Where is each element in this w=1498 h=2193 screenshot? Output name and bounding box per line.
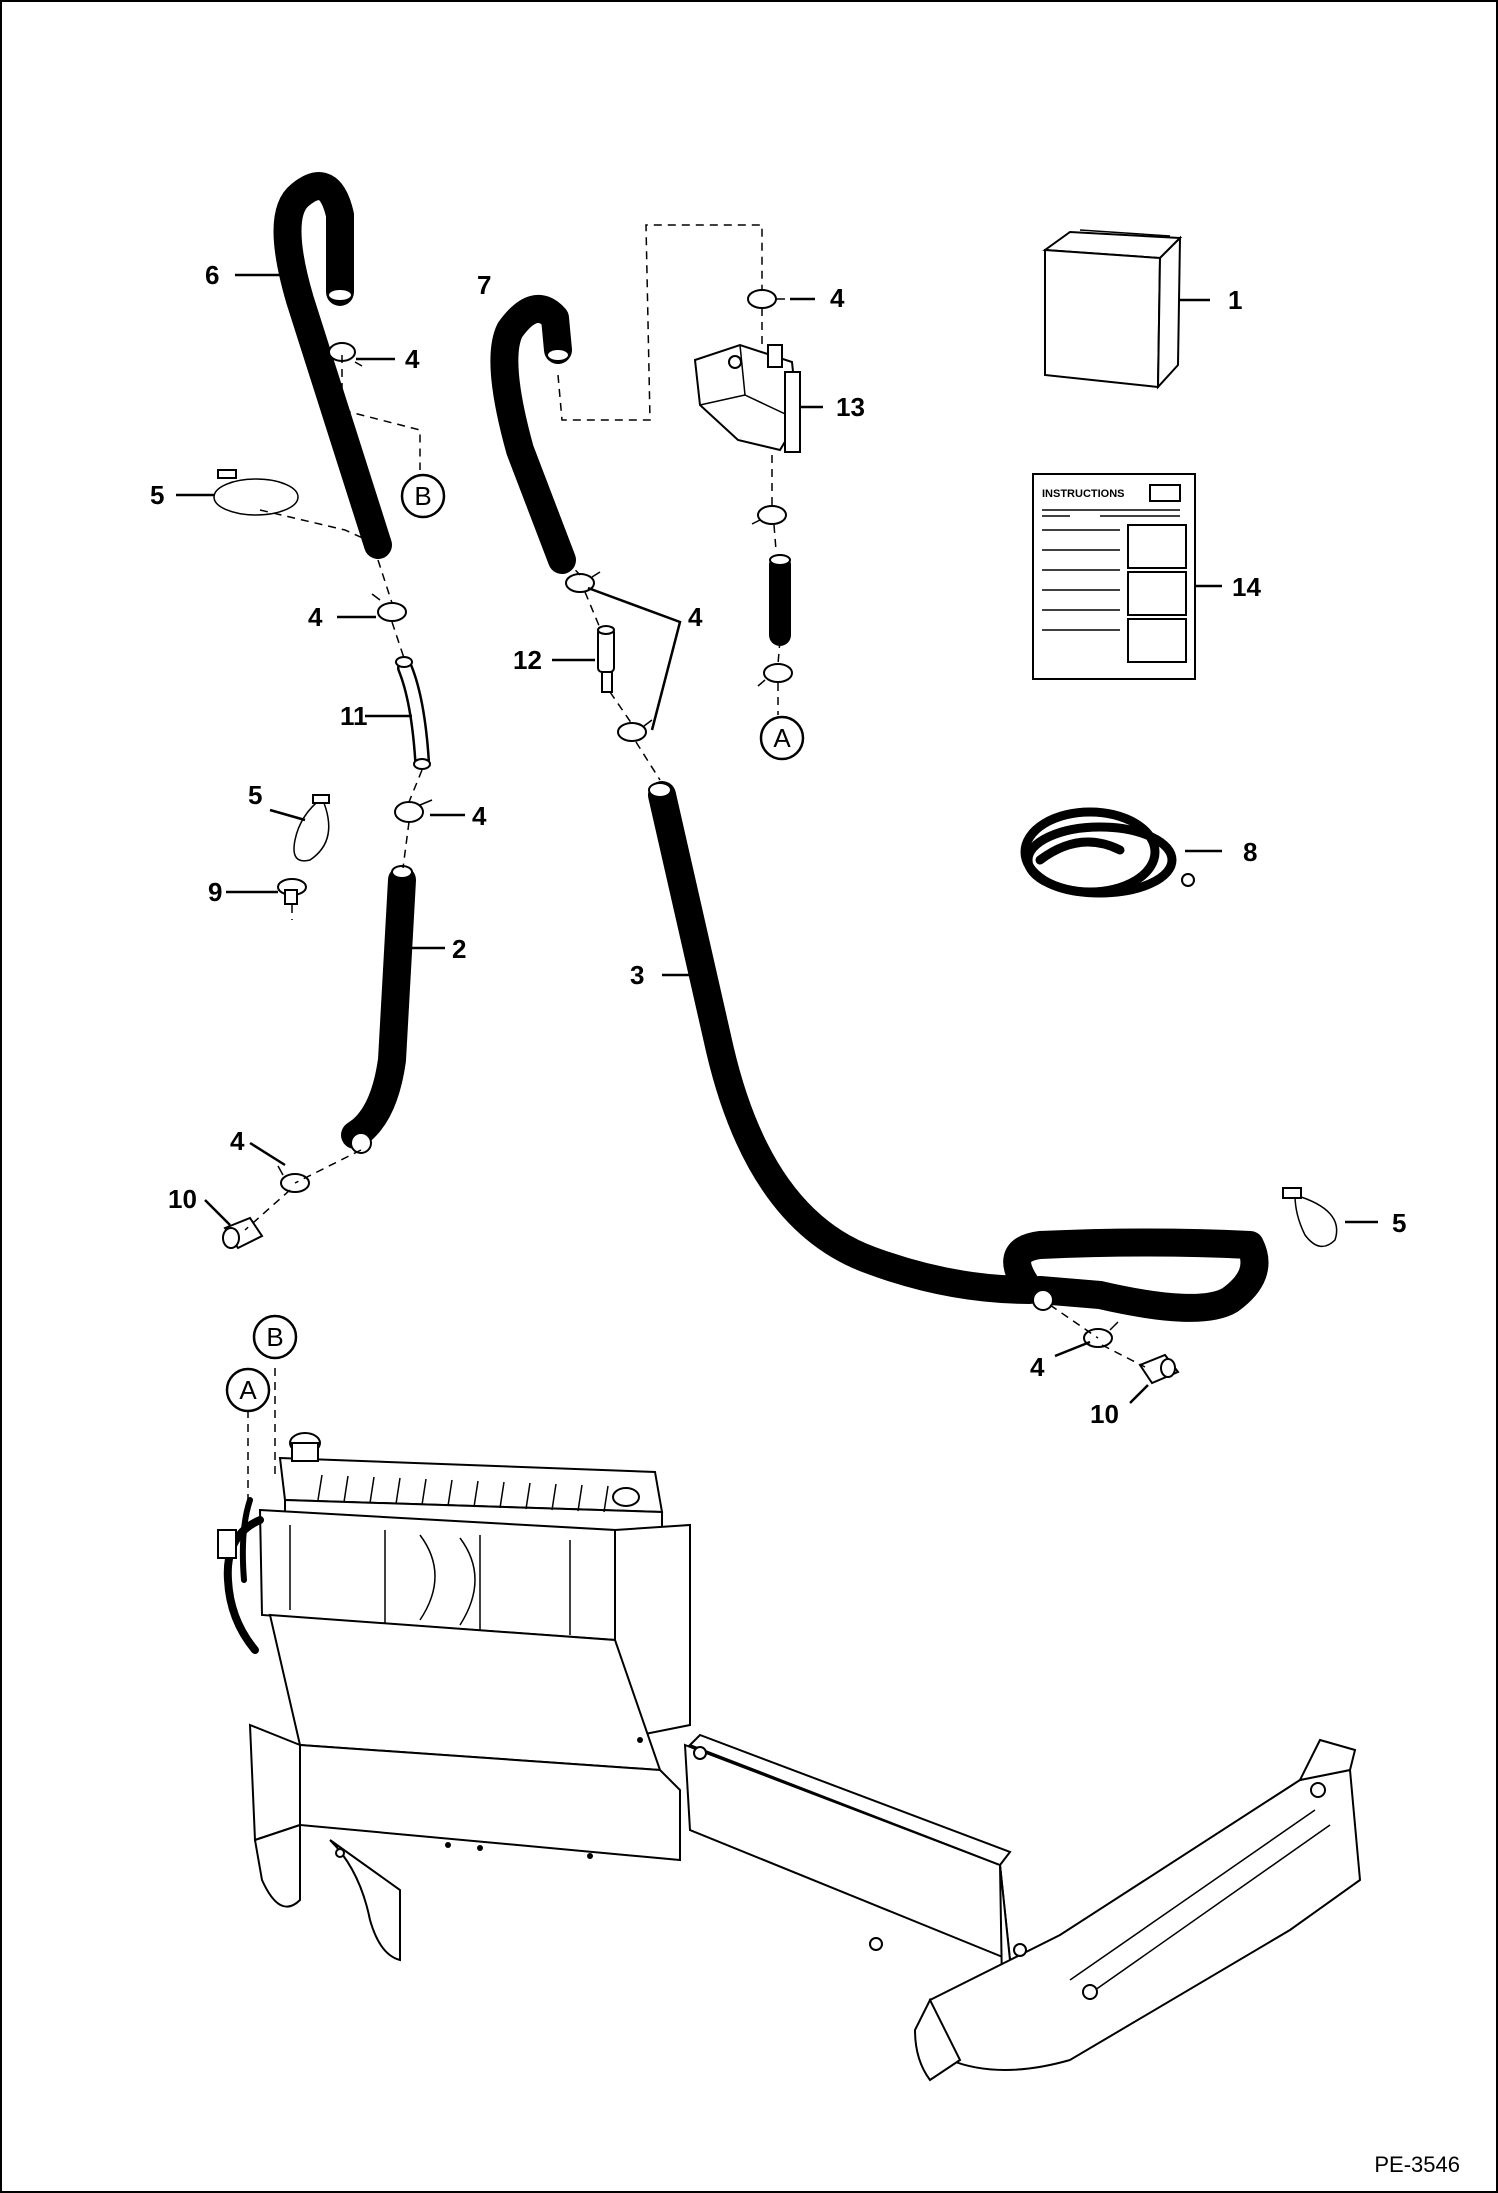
callout-13: 13 <box>836 392 865 422</box>
svg-text:B: B <box>414 481 431 511</box>
callout-5: 5 <box>1392 1208 1406 1238</box>
callout-4: 4 <box>1030 1352 1045 1382</box>
connector-a-top: A <box>759 715 805 761</box>
hose-6 <box>273 172 392 559</box>
callout-5: 5 <box>248 780 262 810</box>
fitting-10-right <box>1138 1353 1180 1385</box>
callout-4: 4 <box>472 801 487 831</box>
clamp-4-upper-left <box>371 593 407 622</box>
callout-9: 9 <box>208 877 222 907</box>
connector-a-bottom: A <box>225 1367 271 1413</box>
callout-1: 1 <box>1228 285 1242 315</box>
tube-11 <box>395 656 431 770</box>
callout-5: 5 <box>150 480 164 510</box>
hose-3 <box>648 781 1269 1322</box>
callout-4: 4 <box>230 1126 245 1156</box>
callout-10: 10 <box>1090 1399 1119 1429</box>
svg-text:A: A <box>773 723 791 753</box>
clamp-4-lower-13 <box>757 663 793 687</box>
callout-8: 8 <box>1243 837 1257 867</box>
fitting-12 <box>597 625 615 693</box>
fastener-9 <box>277 878 307 905</box>
callout-14: 14 <box>1232 572 1261 602</box>
svg-text:B: B <box>266 1322 283 1352</box>
clamp-4-top-middle <box>565 571 601 593</box>
callouts: 6 7 4 4 13 1 5 4 4 12 14 11 5 4 9 8 2 3 … <box>150 260 1406 1429</box>
callout-2: 2 <box>452 934 466 964</box>
instructions-sheet-14: INSTRUCTIONS <box>1032 473 1196 680</box>
assembly-lines <box>244 224 1146 1500</box>
leader-lines <box>176 273 1378 1404</box>
heater-assembly <box>217 1432 1362 2082</box>
svg-text:A: A <box>239 1375 257 1405</box>
cable-tie-5-top-left <box>213 469 299 516</box>
callout-10: 10 <box>168 1184 197 1214</box>
hose-8-coil <box>1020 807 1195 898</box>
reference-code: PE-3546 <box>1374 2152 1460 2177</box>
callout-4: 4 <box>830 283 845 313</box>
short-hose <box>769 554 791 646</box>
callout-4: 4 <box>405 344 420 374</box>
hose-2 <box>341 865 416 1154</box>
clamp-4-under-12 <box>617 719 653 742</box>
fitting-10-left <box>222 1216 264 1250</box>
callout-7: 7 <box>477 270 491 300</box>
grille-slots <box>317 1474 609 1513</box>
cable-tie-5-right <box>1282 1187 1338 1248</box>
instructions-label: INSTRUCTIONS <box>1042 488 1125 500</box>
callout-4: 4 <box>688 602 703 632</box>
cable-tie-5-middle-left <box>293 794 330 862</box>
hose-7 <box>490 295 576 574</box>
callout-4: 4 <box>308 602 323 632</box>
clamp-4-under-13 <box>751 505 787 525</box>
callout-12: 12 <box>513 645 542 675</box>
callout-6: 6 <box>205 260 219 290</box>
reservoir-13 <box>693 343 801 453</box>
connector-b-top: B <box>400 473 446 519</box>
callout-11: 11 <box>340 701 368 731</box>
callout-3: 3 <box>630 960 644 990</box>
clamp-4-top-right <box>747 289 785 309</box>
clamp-4-mid-left <box>394 799 433 823</box>
connector-b-bottom: B <box>252 1314 298 1360</box>
kit-box-1 <box>1042 229 1183 390</box>
